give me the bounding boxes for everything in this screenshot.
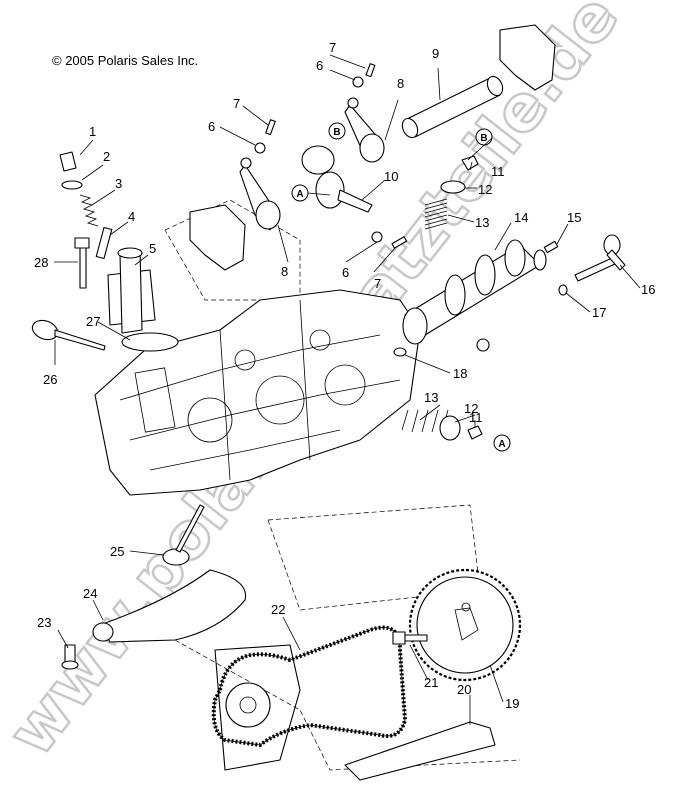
washer xyxy=(61,180,83,190)
callout-11b: 11 xyxy=(469,410,483,425)
chain-guide xyxy=(92,569,247,643)
callout-28: 28 xyxy=(34,255,48,270)
pivot-bolt xyxy=(61,644,79,670)
callout-21: 21 xyxy=(424,675,438,690)
callout-24: 24 xyxy=(83,586,97,601)
callout-14: 14 xyxy=(514,210,528,225)
callout-6b: 6 xyxy=(208,119,215,134)
dowel-pin xyxy=(543,240,559,254)
callout-6a: 6 xyxy=(316,58,323,73)
callout-labels: 1 2 3 4 5 6 6 6 7 7 7 8 8 9 10 11 11 12 … xyxy=(34,40,655,711)
cam-chain xyxy=(211,625,408,748)
adjuster-nut xyxy=(254,76,383,243)
callout-8a: 8 xyxy=(397,76,404,91)
callout-8b: 8 xyxy=(281,264,288,279)
rocker-arm-right xyxy=(344,97,385,163)
bolt xyxy=(59,151,77,172)
callout-26: 26 xyxy=(43,372,57,387)
valve-spring-upper xyxy=(424,198,448,230)
callout-20: 20 xyxy=(457,682,471,697)
adjuster-screw xyxy=(265,63,408,249)
spring-retainer-upper xyxy=(440,180,466,194)
callout-17: 17 xyxy=(592,305,606,320)
callout-3: 3 xyxy=(115,176,122,191)
bolt-28 xyxy=(74,237,90,289)
callout-1: 1 xyxy=(89,124,96,139)
reference-marker-a2: A xyxy=(493,434,511,452)
callout-25: 25 xyxy=(110,544,124,559)
rocker-shaft xyxy=(401,75,504,139)
callout-4: 4 xyxy=(128,209,135,224)
reference-marker-a1: A xyxy=(291,184,309,202)
pin xyxy=(95,226,113,260)
valve-keeper-upper xyxy=(461,155,479,171)
camshaft xyxy=(402,239,547,345)
callout-18: 18 xyxy=(453,366,467,381)
callout-22: 22 xyxy=(271,602,285,617)
callout-13b: 13 xyxy=(424,390,438,405)
callout-6c: 6 xyxy=(342,265,349,280)
callout-12a: 12 xyxy=(478,182,492,197)
crank-sprocket xyxy=(214,644,301,771)
callout-2: 2 xyxy=(103,149,110,164)
callout-27: 27 xyxy=(86,314,100,329)
callout-7a: 7 xyxy=(329,40,336,55)
cylinder-head xyxy=(94,289,421,496)
callout-13a: 13 xyxy=(475,215,489,230)
callout-7b: 7 xyxy=(233,96,240,111)
exhaust-valve xyxy=(162,504,205,566)
svg-text:A: A xyxy=(498,439,505,450)
rocker-arm-center xyxy=(301,145,373,213)
decompressor-shaft xyxy=(574,234,626,282)
svg-text:A: A xyxy=(296,189,303,200)
copyright-notice: © 2005 Polaris Sales Inc. xyxy=(52,53,199,68)
cam-bearing xyxy=(476,338,490,352)
callout-19: 19 xyxy=(505,696,519,711)
callout-10: 10 xyxy=(384,169,398,184)
snap-ring xyxy=(558,284,568,296)
svg-text:B: B xyxy=(480,133,487,144)
tensioner-blade xyxy=(344,721,496,781)
cam-sprocket xyxy=(408,568,522,682)
tensioner-spring xyxy=(79,194,99,227)
spring-retainer-lower xyxy=(439,415,461,441)
rocker-support-left xyxy=(189,204,246,271)
valve-guide-housing xyxy=(107,247,156,334)
sprocket-bolt xyxy=(392,631,428,645)
valve-spring-lower xyxy=(401,409,449,433)
leader-lines xyxy=(54,54,641,725)
callout-7c: 7 xyxy=(374,276,381,291)
intake-valve xyxy=(31,319,106,351)
gasket xyxy=(121,332,179,352)
reference-marker-b1: B xyxy=(328,122,346,140)
callout-23: 23 xyxy=(37,615,51,630)
cam-plug xyxy=(393,347,407,357)
callout-9: 9 xyxy=(432,46,439,61)
reference-marker-b2: B xyxy=(475,128,493,146)
callout-11a: 11 xyxy=(491,164,505,179)
callout-5: 5 xyxy=(149,241,156,256)
callout-12b: 12 xyxy=(464,401,478,416)
callout-15: 15 xyxy=(567,210,581,225)
svg-text:B: B xyxy=(333,127,340,138)
rocker-arm-left xyxy=(239,157,281,231)
callout-16: 16 xyxy=(641,282,655,297)
rocker-support xyxy=(499,24,556,91)
